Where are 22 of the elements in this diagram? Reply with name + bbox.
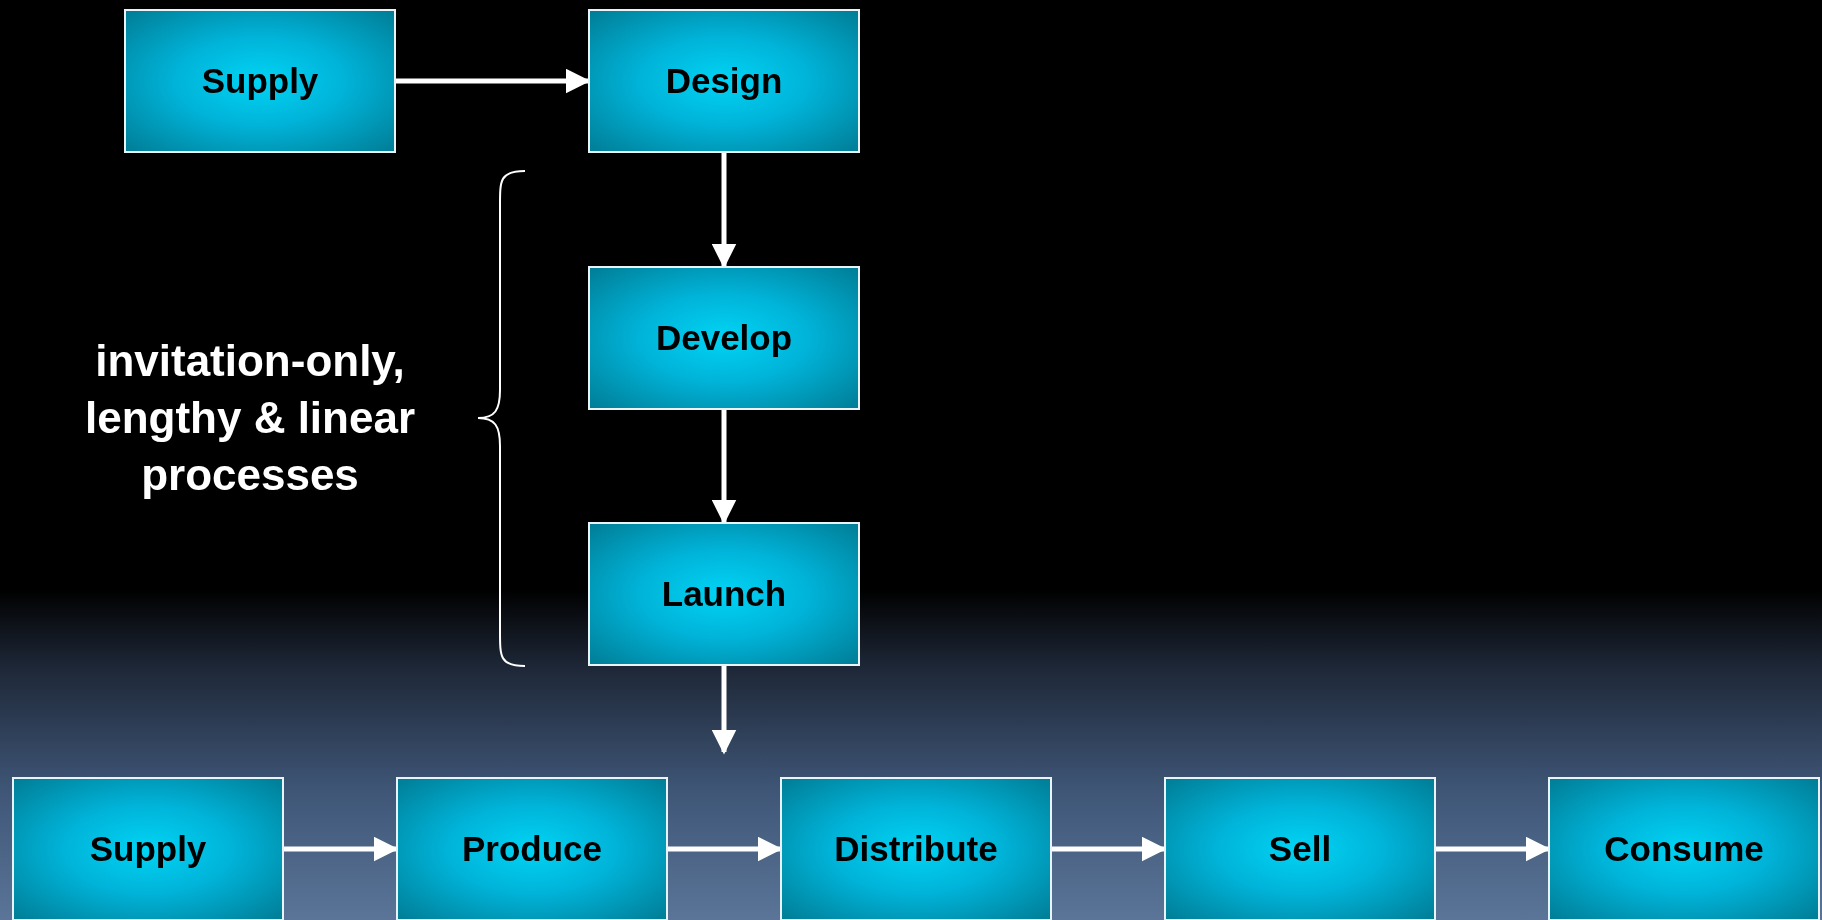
process-box xyxy=(124,9,396,153)
box-label: Design xyxy=(665,61,783,101)
process-box xyxy=(12,777,284,920)
box-label: Distribute xyxy=(834,829,998,869)
process-box xyxy=(588,9,860,153)
arrow xyxy=(711,153,737,269)
box-label: Produce xyxy=(461,829,602,869)
annotation-text: invitation-only, lengthy & linear processes xyxy=(83,335,417,501)
box-label: Sell xyxy=(1268,829,1332,869)
process-box xyxy=(588,266,860,410)
box-label: Supply xyxy=(201,61,319,101)
box-label: Develop xyxy=(655,318,793,358)
process-box xyxy=(1164,777,1436,920)
arrow xyxy=(711,410,737,525)
box-label: Launch xyxy=(661,574,787,614)
process-box xyxy=(780,777,1052,920)
box-label: Consume xyxy=(1604,829,1764,869)
arrow xyxy=(711,666,737,755)
box-label: Supply xyxy=(89,829,207,869)
process-box xyxy=(396,777,668,920)
process-box xyxy=(1548,777,1820,920)
process-box xyxy=(588,522,860,666)
